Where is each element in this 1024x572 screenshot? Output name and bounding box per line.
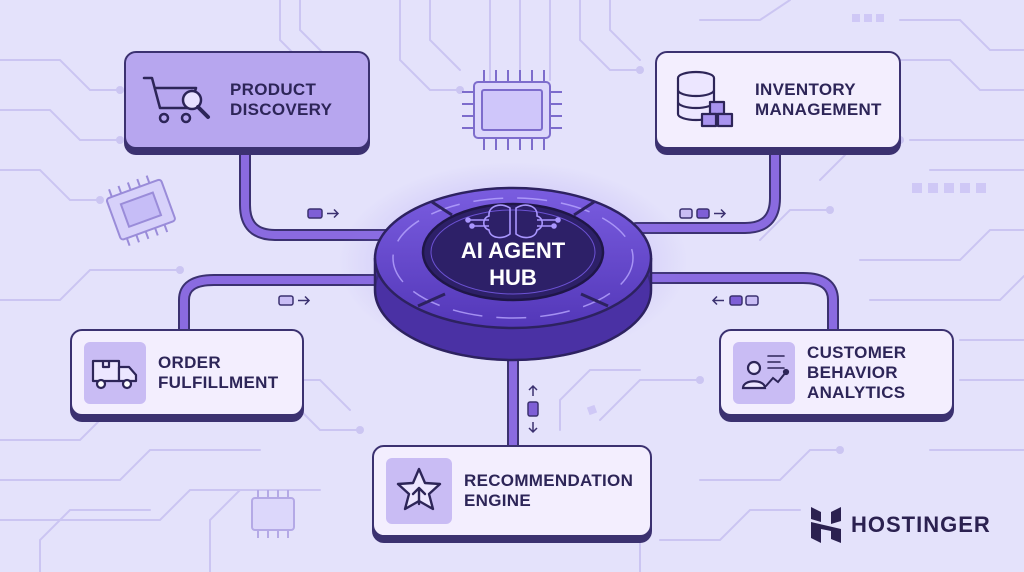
connectors bbox=[178, 144, 839, 451]
ai-agent-hub: AI AGENT HUB bbox=[338, 162, 688, 362]
database-boxes-icon bbox=[665, 65, 745, 135]
hub-title-line2: HUB bbox=[489, 265, 537, 290]
product-discovery-label: PRODUCT DISCOVERY bbox=[230, 80, 333, 119]
shopping-cart-search-icon bbox=[134, 65, 220, 135]
chip-bottom bbox=[251, 490, 295, 538]
flow-marker-order bbox=[278, 295, 311, 306]
brain-circuit-icon bbox=[465, 204, 561, 239]
node-inventory-management[interactable]: INVENTORY MANAGEMENT bbox=[655, 51, 901, 149]
brand-name: HOSTINGER bbox=[851, 512, 991, 537]
flow-marker-recommendation bbox=[527, 384, 539, 434]
flow-marker-customer bbox=[711, 295, 759, 306]
star-arrow-icon bbox=[386, 458, 452, 524]
flow-marker-inventory bbox=[679, 208, 727, 219]
customer-behavior-analytics-label: CUSTOMER BEHAVIOR ANALYTICS bbox=[807, 342, 907, 402]
node-order-fulfillment[interactable]: ORDER FULFILLMENT bbox=[70, 329, 304, 416]
delivery-truck-icon bbox=[84, 341, 146, 404]
order-fulfillment-label: ORDER FULFILLMENT bbox=[158, 352, 279, 392]
node-recommendation-engine[interactable]: RECOMMENDATION ENGINE bbox=[372, 445, 652, 537]
node-product-discovery[interactable]: PRODUCT DISCOVERY bbox=[124, 51, 370, 149]
chip-top bbox=[462, 70, 562, 150]
recommendation-engine-label: RECOMMENDATION ENGINE bbox=[464, 471, 634, 510]
hostinger-logo-icon bbox=[811, 507, 841, 543]
node-customer-behavior-analytics[interactable]: CUSTOMER BEHAVIOR ANALYTICS bbox=[719, 329, 954, 416]
hub-title-line1: AI AGENT bbox=[461, 238, 566, 263]
brand: HOSTINGER bbox=[809, 505, 991, 545]
inventory-management-label: INVENTORY MANAGEMENT bbox=[755, 80, 882, 119]
flow-marker-product bbox=[307, 208, 340, 219]
decor-squares bbox=[586, 14, 986, 416]
user-analytics-icon bbox=[733, 341, 795, 404]
chip-left bbox=[106, 175, 176, 247]
